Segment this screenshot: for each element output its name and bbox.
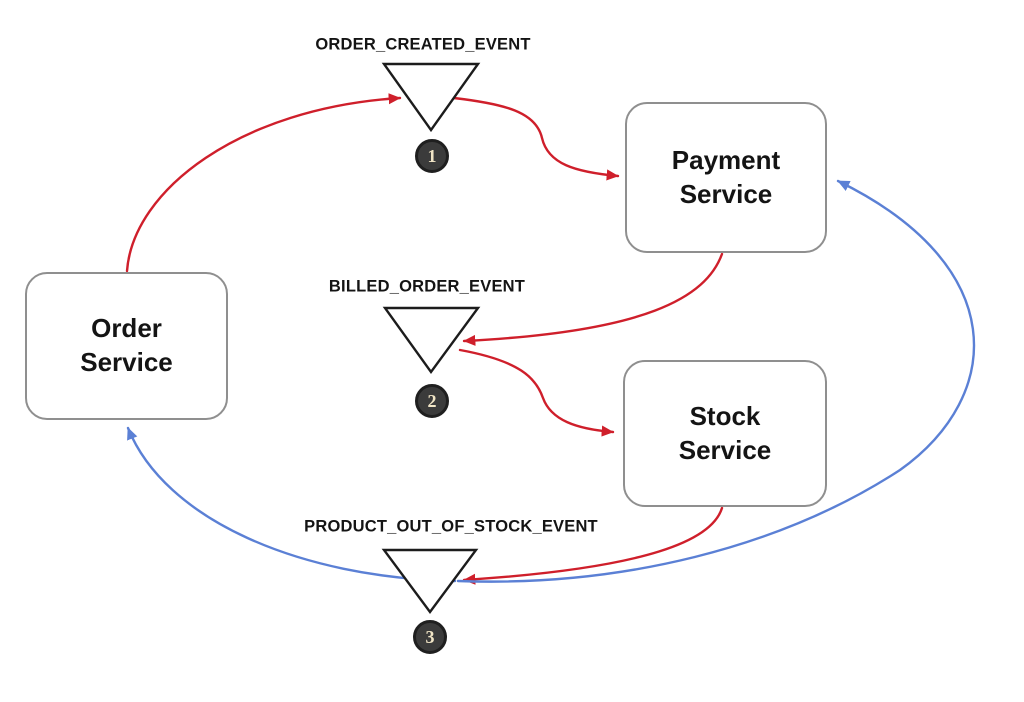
event-triangle-1 (381, 62, 481, 133)
arrow-event1-to-payment (452, 96, 620, 181)
node-order-service: Order Service (25, 272, 228, 420)
node-label: Stock Service (678, 400, 772, 465)
arrow-stock-to-event3 (462, 506, 724, 585)
step-badge-2: 2 (415, 384, 449, 418)
node-label: Order Service (80, 313, 173, 377)
arrow-payment-to-event2 (462, 252, 724, 346)
arrow-order-to-event1 (125, 93, 402, 273)
node-stock-service: Stock Service (623, 360, 827, 507)
step-number: 1 (427, 145, 437, 166)
event-triangle-2 (382, 306, 481, 375)
step-number: 3 (425, 626, 435, 647)
node-label: Payment Service (671, 144, 781, 209)
arrow-event2-to-stock (458, 348, 615, 437)
step-badge-3: 3 (413, 620, 447, 654)
arrow-event3-to-order (126, 426, 457, 583)
step-number: 2 (427, 390, 437, 411)
arrow-event3-to-payment (456, 179, 976, 583)
event-label-order-created: ORDER_CREATED_EVENT (315, 35, 531, 54)
event-label-product-out-of-stock: PRODUCT_OUT_OF_STOCK_EVENT (304, 517, 598, 536)
event-triangle-3 (381, 548, 479, 615)
event-label-billed-order: BILLED_ORDER_EVENT (328, 277, 526, 296)
step-badge-1: 1 (415, 139, 449, 173)
node-payment-service: Payment Service (625, 102, 827, 253)
